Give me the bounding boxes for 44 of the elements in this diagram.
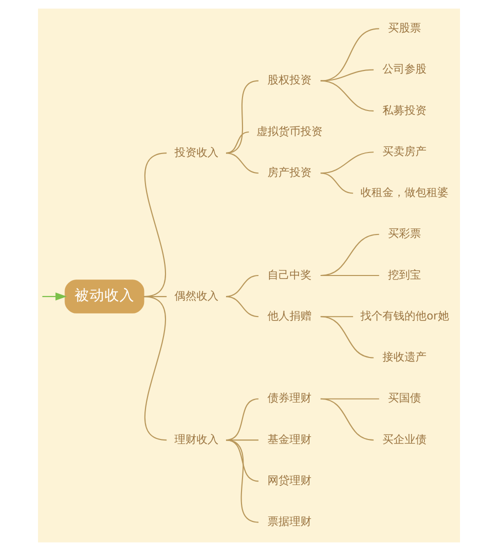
connector bbox=[320, 69, 374, 82]
node-text: 找个有钱的他or她 bbox=[360, 309, 449, 322]
node-text: 接收遗产 bbox=[382, 350, 427, 364]
node-text: 买彩票 bbox=[388, 227, 422, 240]
node-text: 公司参股 bbox=[382, 62, 427, 76]
connector bbox=[320, 28, 380, 82]
node-text: 房产投资 bbox=[268, 166, 312, 179]
connector bbox=[320, 80, 374, 112]
node-text: 票据理财 bbox=[268, 515, 312, 528]
node-text: 私募投资 bbox=[382, 104, 427, 117]
node-text: 股权投资 bbox=[268, 74, 312, 87]
connector bbox=[226, 439, 259, 523]
connector bbox=[226, 398, 259, 441]
connector bbox=[226, 439, 259, 482]
connector bbox=[226, 80, 259, 154]
node-text: 偶然收入 bbox=[174, 289, 218, 302]
connector bbox=[144, 152, 167, 298]
node-text: 收租金，做包租婆 bbox=[360, 186, 449, 200]
node-text: 买国债 bbox=[388, 392, 422, 405]
node-box: 被动收入 bbox=[64, 280, 144, 314]
connector bbox=[320, 398, 374, 441]
connector bbox=[320, 234, 380, 276]
connector bbox=[320, 274, 380, 276]
node-text: 理财收入 bbox=[174, 432, 218, 446]
connector bbox=[320, 152, 374, 174]
node-text: 投资收入 bbox=[174, 146, 218, 159]
node-text: 他人捐赠 bbox=[268, 309, 312, 322]
connector bbox=[226, 296, 259, 318]
node-text: 网贷理财 bbox=[268, 474, 312, 487]
node-text: 挖到宝 bbox=[388, 268, 422, 282]
node-text: 自己中奖 bbox=[268, 268, 312, 282]
connector bbox=[226, 152, 259, 174]
connector bbox=[226, 131, 249, 154]
node-text: 买企业债 bbox=[382, 432, 427, 446]
connector bbox=[320, 316, 374, 358]
node-text: 买卖房产 bbox=[382, 144, 427, 158]
node-text: 基金理财 bbox=[268, 432, 312, 446]
connector bbox=[320, 172, 354, 194]
node-text: 买股票 bbox=[388, 22, 422, 35]
connector bbox=[320, 316, 354, 318]
node-text: 虚拟货币投资 bbox=[256, 124, 323, 138]
node-text: 债券理财 bbox=[268, 392, 312, 405]
connector bbox=[144, 296, 167, 441]
arrow bbox=[42, 292, 67, 300]
